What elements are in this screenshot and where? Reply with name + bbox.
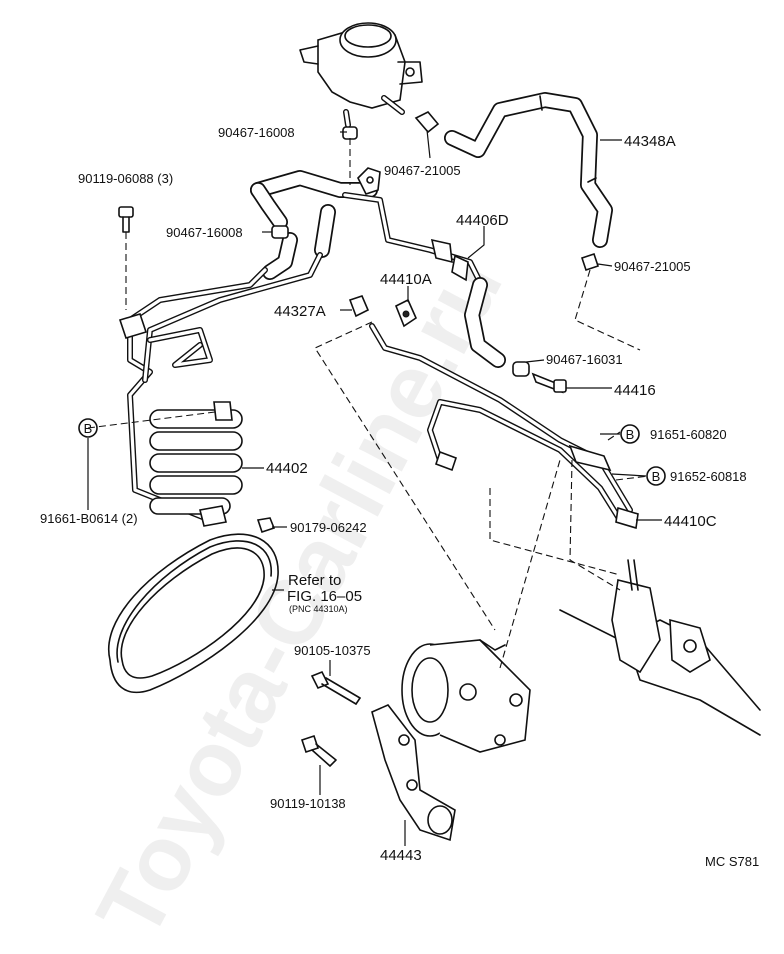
label-refer-line1: Refer to (288, 572, 341, 589)
svg-text:B: B (84, 421, 93, 436)
bracket-44327A (348, 295, 370, 318)
union-44410A (394, 298, 418, 328)
figure-code: MC S781 (705, 854, 759, 869)
clamp-16008-top (342, 126, 358, 140)
label-bolt-10138: 90119-10138 (270, 796, 346, 811)
label-return-hose: 44348A (624, 133, 676, 150)
label-cooler-44402: 44402 (266, 460, 308, 477)
return-hose-44348A (444, 92, 613, 248)
label-bracket-44327A: 44327A (274, 303, 326, 320)
union-bolt-44416 (531, 372, 567, 394)
badge-b-left: B (78, 418, 98, 438)
label-refer-line3: (PNC 44310A) (289, 604, 348, 614)
assembly-guide-lines (87, 138, 649, 669)
clamp-16008-mid (271, 225, 289, 239)
leader-lines (87, 129, 662, 846)
clamp-21005-right (580, 252, 600, 272)
feed-hose-upper (250, 170, 378, 280)
label-nut-06242: 90179-06242 (290, 520, 367, 535)
label-gasket-91652: 91652-60818 (670, 469, 747, 484)
label-bolt-B0614: 91661-B0614 (2) (40, 511, 138, 526)
bolt-10375 (310, 670, 361, 705)
reservoir-tank (299, 22, 423, 128)
label-gasket-91651: 91651-60820 (650, 427, 727, 442)
label-bolt-10375: 90105-10375 (294, 643, 371, 658)
svg-text:B: B (626, 427, 635, 442)
label-clamp-21005-right: 90467-21005 (614, 259, 691, 274)
label-union-bolt-44416: 44416 (614, 382, 656, 399)
pressure-lines (369, 323, 639, 530)
bolt-06088 (118, 206, 134, 233)
label-refer-line2: FIG. 16–05 (287, 588, 362, 605)
badge-b-gasket2: B (646, 466, 666, 486)
label-clamp-16008-mid: 90467-16008 (166, 225, 243, 240)
pressure-hose-44406D (342, 192, 506, 368)
badge-b-gasket1: B (620, 424, 640, 444)
label-clamp-21005-top: 90467-21005 (384, 163, 461, 178)
label-bracket-44443: 44443 (380, 847, 422, 864)
upper-bracket (357, 167, 381, 195)
svg-text:B: B (652, 469, 661, 484)
label-hose-44406D: 44406D (456, 212, 509, 229)
drive-belt (107, 533, 279, 694)
clamp-21005-top (414, 111, 440, 134)
oil-cooler-44402 (118, 252, 323, 527)
clamp-16031 (512, 361, 530, 377)
label-union-44410C: 44410C (664, 513, 717, 530)
label-union-44410A: 44410A (380, 271, 432, 288)
bolt-10138 (300, 734, 337, 767)
nut-06242 (256, 517, 276, 534)
pump-bracket-44443 (371, 704, 456, 842)
label-bolt-06088: 90119-06088 (3) (78, 171, 173, 186)
label-reservoir-clamp: 90467-16008 (218, 125, 295, 140)
steering-gear (559, 559, 761, 736)
label-clamp-16031: 90467-16031 (546, 352, 623, 367)
power-steering-pump (401, 639, 531, 753)
